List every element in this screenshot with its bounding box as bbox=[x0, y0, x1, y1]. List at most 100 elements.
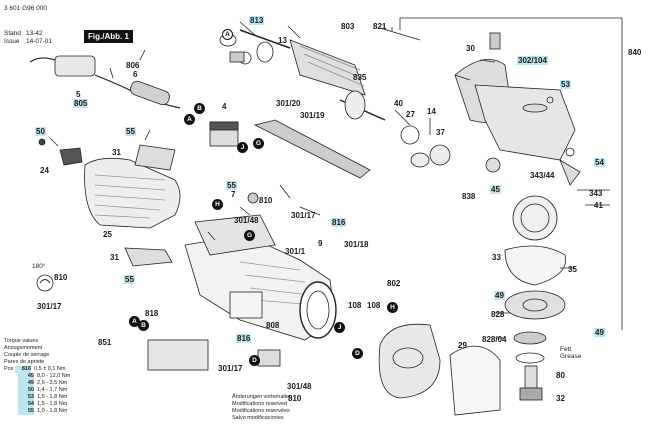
label-828: 828 bbox=[491, 310, 505, 319]
marker-h-bottom: H bbox=[387, 302, 398, 313]
label-45: 45 bbox=[490, 185, 501, 194]
label-55-mid: 55 bbox=[226, 181, 237, 190]
label-805: 805 bbox=[73, 99, 89, 108]
grease-label-en: Grease bbox=[560, 353, 582, 360]
label-55-top: 55 bbox=[125, 127, 136, 136]
label-55-bottom: 55 bbox=[124, 275, 135, 284]
label-80: 80 bbox=[556, 371, 565, 380]
label-810-bottom: 810 bbox=[288, 394, 302, 403]
label-301-20: 301/20 bbox=[276, 99, 301, 108]
issue-value: 14-07-01 bbox=[26, 38, 53, 45]
torque-title-de: Anzugsmoment bbox=[4, 345, 43, 351]
torque-value: 8,0 - 12,0 Nm bbox=[37, 373, 71, 379]
label-6: 6 bbox=[133, 70, 138, 79]
torque-pos: 45 bbox=[18, 373, 34, 380]
label-49-right: 49 bbox=[594, 328, 605, 337]
label-30: 30 bbox=[466, 44, 475, 53]
label-851: 851 bbox=[98, 338, 112, 347]
torque-title-en: Torque values bbox=[4, 338, 39, 344]
torque-value: 1,5 - 1,8 Nm bbox=[37, 401, 68, 407]
label-840: 840 bbox=[628, 48, 642, 57]
note-fr: Modifications reservées bbox=[232, 408, 290, 414]
label-302-104: 302/104 bbox=[517, 56, 548, 65]
part-number: 3 601 G96 000 bbox=[4, 5, 48, 12]
marker-a-plug: A bbox=[184, 114, 195, 125]
label-806: 806 bbox=[126, 61, 140, 70]
marker-g-top: G bbox=[253, 138, 264, 149]
marker-d-bottom: D bbox=[249, 355, 260, 366]
marker-a-top: A bbox=[222, 29, 233, 40]
label-27: 27 bbox=[406, 110, 415, 119]
label-53: 53 bbox=[560, 80, 571, 89]
label-301-19: 301/19 bbox=[300, 111, 325, 120]
torque-pos: 50 bbox=[18, 387, 34, 394]
label-301-48-top: 301/48 bbox=[234, 216, 259, 225]
label-25: 25 bbox=[103, 230, 112, 239]
torque-title-fr: Couple de serrage bbox=[4, 352, 50, 358]
label-54: 54 bbox=[594, 158, 605, 167]
marker-h-top: H bbox=[212, 199, 223, 210]
note-de: Änderungen vorbehalten bbox=[232, 394, 293, 400]
label-50: 50 bbox=[35, 127, 46, 136]
label-802: 802 bbox=[387, 279, 401, 288]
grease-label-de: Fett bbox=[560, 346, 572, 353]
label-35: 35 bbox=[568, 265, 577, 274]
stand-label: Stand bbox=[4, 30, 21, 37]
torque-value: 1,5 - 1,8 Nm bbox=[37, 394, 68, 400]
label-343-44: 343/44 bbox=[530, 171, 555, 180]
label-818: 818 bbox=[145, 309, 159, 318]
label-301-17-left: 301/17 bbox=[37, 302, 62, 311]
label-835: 835 bbox=[353, 73, 367, 82]
marker-g-mid: G bbox=[244, 230, 255, 241]
label-41: 41 bbox=[594, 201, 603, 210]
label-4: 4 bbox=[222, 102, 227, 111]
label-5: 5 bbox=[76, 90, 81, 99]
label-33: 33 bbox=[492, 253, 501, 262]
angle-label: 180° bbox=[32, 263, 46, 270]
torque-pos: 55 bbox=[18, 408, 34, 415]
torque-value: 2,6 - 3,5 Nm bbox=[37, 380, 68, 386]
figure-title: Fig./Abb. 1 bbox=[84, 30, 133, 43]
label-803: 803 bbox=[341, 22, 355, 31]
label-40: 40 bbox=[394, 99, 403, 108]
label-828-04: 828/04 bbox=[482, 335, 507, 344]
frame-line-840 bbox=[399, 17, 623, 330]
label-31-top: 31 bbox=[112, 148, 121, 157]
label-838: 838 bbox=[462, 192, 476, 201]
label-13: 13 bbox=[278, 36, 287, 45]
label-24: 24 bbox=[40, 166, 49, 175]
label-108-b: 108 bbox=[367, 301, 381, 310]
label-49-left: 49 bbox=[494, 291, 505, 300]
note-es: Salvo modificaciones bbox=[232, 415, 284, 421]
label-37: 37 bbox=[436, 128, 445, 137]
label-301-17-top: 301/17 bbox=[291, 211, 316, 220]
label-301-17-bottom: 301/17 bbox=[218, 364, 243, 373]
torque-value: 0,5 ± 0,1 Nm bbox=[34, 366, 66, 372]
marker-b-top: B bbox=[194, 103, 205, 114]
label-9: 9 bbox=[318, 239, 323, 248]
torque-pos: 54 bbox=[18, 401, 34, 408]
marker-b-bottom: B bbox=[138, 320, 149, 331]
label-108-a: 108 bbox=[348, 301, 362, 310]
marker-a-bottom: A bbox=[129, 316, 140, 327]
label-301-18: 301/18 bbox=[344, 240, 369, 249]
label-808: 808 bbox=[266, 321, 280, 330]
label-343: 343 bbox=[589, 189, 603, 198]
note-en: Modifications reserved bbox=[232, 401, 288, 407]
label-816-top: 816 bbox=[331, 218, 347, 227]
stand-value: 13-42 bbox=[26, 30, 43, 37]
torque-title-es: Pares de apriete bbox=[4, 359, 45, 365]
torque-pos: 49 bbox=[18, 380, 34, 387]
marker-d-right: D bbox=[352, 348, 363, 359]
label-301-1: 301/1 bbox=[285, 247, 306, 256]
issue-label: Issue bbox=[4, 38, 20, 45]
marker-j: J bbox=[237, 142, 248, 153]
torque-value: 1,0 - 1,8 Nm bbox=[37, 408, 68, 414]
